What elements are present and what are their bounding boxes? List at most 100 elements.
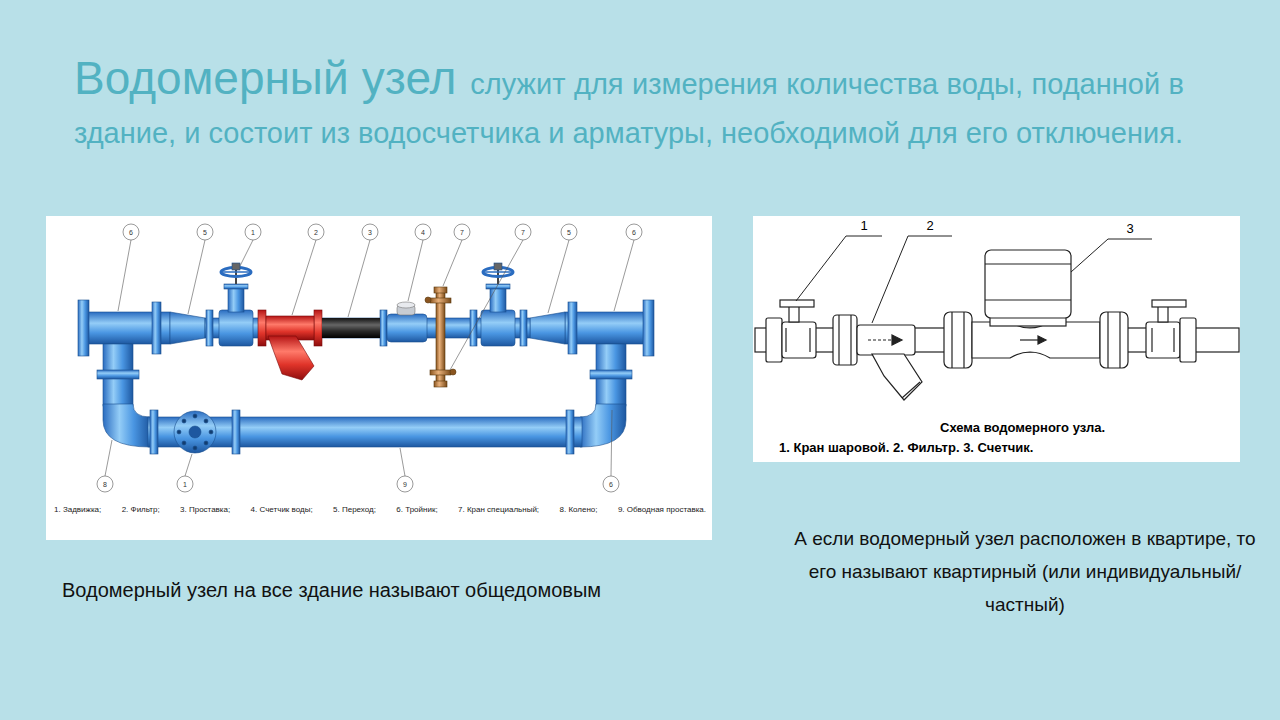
- callout-leaders: [872, 236, 908, 323]
- meter-assembly: [152, 302, 161, 354]
- meter-scheme: [868, 339, 894, 340]
- callout-leaders: [796, 236, 1152, 323]
- meter-assembly: [97, 370, 139, 379]
- callout-leaders: [908, 236, 952, 237]
- meter-scheme: [1038, 336, 1046, 344]
- meter-scheme: [780, 300, 814, 307]
- legend-item: 4. Счетчик воды;: [251, 506, 313, 514]
- meter-assembly: [206, 310, 213, 346]
- callout-leaders: [454, 224, 470, 240]
- meter-scheme: [985, 299, 1071, 300]
- callout-leaders: [443, 240, 462, 286]
- meter-scheme: [1173, 328, 1174, 352]
- water-meter: [397, 302, 415, 308]
- meter-scheme: [944, 312, 972, 368]
- legend-item: 7. Кран специальный;: [458, 506, 539, 514]
- spacer: [322, 318, 380, 338]
- callout-leaders: [408, 240, 423, 301]
- meter-assembly: [568, 302, 577, 354]
- callout-leaders: [515, 224, 531, 240]
- callout-number: 4: [421, 229, 425, 236]
- note-text: А если водомерный узел расположен в квар…: [790, 522, 1260, 621]
- special-tap: [430, 370, 451, 375]
- meter-assembly: [177, 430, 181, 434]
- callout-leaders: [450, 240, 523, 370]
- meter-scheme: [1152, 300, 1186, 307]
- callout-leaders: [123, 224, 139, 240]
- meter-scheme: [1151, 328, 1152, 352]
- special-tap: [434, 287, 447, 293]
- meter-scheme: [838, 315, 839, 365]
- meter-scheme: [972, 322, 1100, 358]
- legend-item: 2. Фильтр;: [122, 506, 160, 514]
- picture-frame: [753, 216, 1240, 462]
- callout-leaders: [185, 454, 192, 476]
- meter-scheme: [902, 382, 920, 398]
- meter-assembly: [232, 410, 240, 454]
- meter-scheme: [782, 322, 816, 358]
- callout-leaders: [614, 240, 634, 311]
- meter-assembly: [189, 426, 201, 438]
- callout-number: 7: [460, 229, 464, 236]
- callout-number: 7: [521, 229, 525, 236]
- picture-frame: [46, 216, 712, 540]
- callout-leaders: [308, 224, 324, 240]
- callout-number: 2: [314, 229, 318, 236]
- meter-assembly: [380, 310, 387, 346]
- callout-leaders: [362, 224, 378, 240]
- filter: [268, 336, 314, 380]
- callout-leaders: [292, 240, 316, 315]
- callout-leaders: [626, 224, 642, 240]
- callout-number: 5: [567, 229, 571, 236]
- meter-scheme: [1180, 318, 1196, 362]
- meter-scheme: [785, 328, 786, 352]
- meter-scheme: [857, 325, 915, 355]
- callout-leaders: [197, 224, 213, 240]
- gate-valve: [484, 271, 512, 273]
- slide-title: Водомерный узел: [74, 52, 456, 104]
- meter-assembly: [170, 312, 205, 344]
- callout-number: 6: [632, 229, 636, 236]
- callout-leaders: [1108, 239, 1152, 240]
- meter-scheme: [1146, 322, 1180, 358]
- meter-assembly: [520, 310, 527, 346]
- meter-assembly: [590, 370, 632, 379]
- callout-number: 6: [129, 229, 133, 236]
- meter-scheme: [985, 250, 1071, 318]
- meter-scheme: [755, 250, 1239, 400]
- legend-item: 1. Задвижка;: [54, 506, 101, 514]
- callout-leaders: [415, 224, 431, 240]
- callout-number: 3: [368, 229, 372, 236]
- gate-valve: [222, 271, 250, 273]
- callout-number: 6: [609, 481, 613, 488]
- special-tap: [430, 298, 451, 303]
- gate-valve: [490, 288, 506, 312]
- meter-scheme: [963, 312, 964, 368]
- special-tap: [425, 287, 456, 387]
- callout-leaders: [245, 224, 261, 240]
- gate-valve: [219, 310, 253, 346]
- filter: [314, 310, 322, 346]
- filter: [258, 310, 322, 380]
- legend-item: 9. Обводная проставка.: [618, 506, 706, 514]
- callout-leaders: [240, 240, 253, 266]
- gate-valve: [494, 263, 502, 270]
- callout-leaders: [397, 476, 413, 492]
- spacer: [322, 318, 380, 338]
- meter-assembly: [150, 410, 158, 454]
- special-tap: [450, 369, 456, 375]
- meter-assembly: [566, 410, 574, 454]
- meter-scheme: [985, 263, 1071, 264]
- figure-caption: 1. Кран шаровой. 2. Фильтр. 3. Счетчик.: [779, 441, 1033, 454]
- meter-assembly: [209, 430, 213, 434]
- callout-leaders: [97, 224, 642, 492]
- meter-scheme: [1107, 312, 1108, 368]
- meter-scheme: [1100, 312, 1128, 368]
- meter-scheme: [809, 328, 810, 352]
- legend-item: 6. Тройник;: [396, 506, 437, 514]
- callout-number: 2: [926, 219, 933, 232]
- meter-scheme: [850, 315, 851, 365]
- figure-caption: Схема водомерного узла.: [940, 421, 1105, 434]
- callout-number: 8: [103, 481, 107, 488]
